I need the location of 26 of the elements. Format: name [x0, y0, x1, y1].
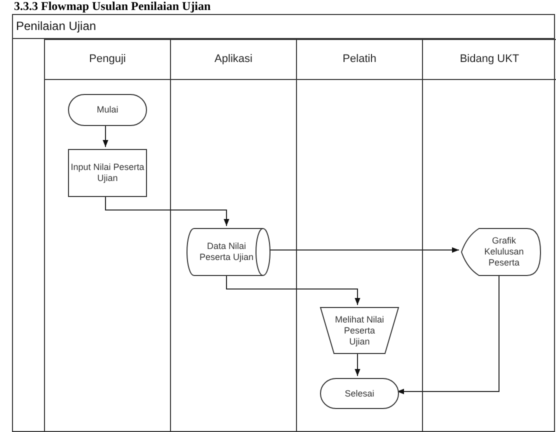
- lane-header: Penguji: [88, 53, 127, 65]
- pool-title: Penilaian Ujian: [16, 19, 96, 33]
- lane-header: Bidang UKT: [458, 53, 520, 65]
- lane-header: Aplikasi: [214, 53, 254, 65]
- terminator-shape: [320, 378, 399, 409]
- arrow: [226, 274, 360, 306]
- node-label: Input Nilai Peserta Ujian: [70, 162, 146, 184]
- swimlane: [44, 39, 171, 432]
- arrow: [102, 124, 108, 148]
- display-shape: [461, 228, 541, 276]
- arrow: [354, 352, 360, 376]
- swimlane-pool: [12, 14, 555, 432]
- node-label: Data Nilai Peserta Ujian: [198, 241, 255, 263]
- arrow: [396, 274, 500, 394]
- manual-operation-trapezoid: [320, 307, 399, 354]
- terminator-shape: [68, 94, 147, 126]
- arrow: [105, 194, 230, 226]
- process-box: [68, 149, 147, 197]
- lane-header: Pelatih: [342, 53, 378, 65]
- node-label: Melihat Nilai Peserta Ujian: [334, 314, 385, 347]
- database-cylinder: [187, 228, 270, 276]
- arrow: [268, 247, 460, 253]
- node-label: Selesai: [344, 388, 376, 399]
- node-label: Grafik Kelulusan Peserta: [483, 236, 525, 268]
- diagram-title: 3.3.3 Flowmap Usulan Penilaian Ujian: [14, 0, 211, 13]
- node-label: Mulai: [96, 104, 120, 116]
